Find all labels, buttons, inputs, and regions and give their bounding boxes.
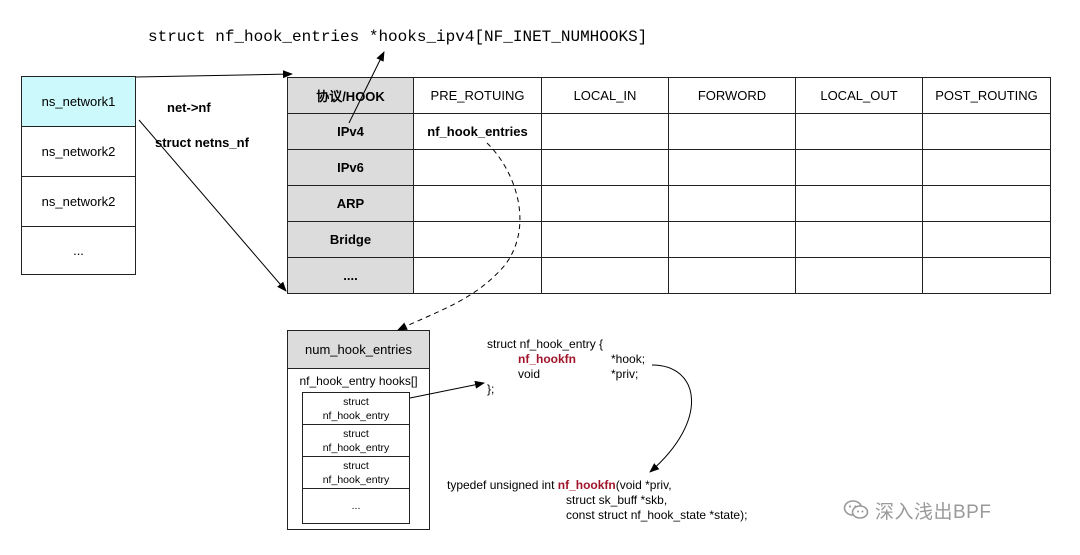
table-cell: [413, 257, 542, 294]
table-cell: [795, 185, 923, 222]
table-cell: [922, 257, 1051, 294]
table-cell: [541, 113, 669, 150]
typedef-arg-skb: struct sk_buff *skb,: [566, 493, 668, 507]
typedef-name: nf_hookfn: [557, 478, 616, 492]
table-cell: [413, 149, 542, 186]
table-cell: [795, 113, 923, 150]
num-hook-entries-box: num_hook_entries nf_hook_entry hooks[]: [287, 330, 430, 530]
table-cell: nf_hook_entries: [413, 113, 542, 150]
table-corner-cell: 协议/HOOK: [287, 77, 414, 114]
hookfn-type: nf_hookfn: [518, 352, 576, 366]
protocol-cell: ARP: [287, 185, 414, 222]
table-row: ....: [287, 257, 1051, 294]
table-cell: [668, 221, 796, 258]
table-cell: [413, 221, 542, 258]
table-row: Bridge: [287, 221, 1051, 258]
struct-entry-line: struct nf_hook_entry {: [487, 337, 604, 351]
ns-network-item: ns_network1: [22, 77, 135, 127]
netns-nf-label: struct netns_nf: [155, 135, 249, 150]
table-cell: [795, 257, 923, 294]
hook-entry-item: struct nf_hook_entry: [303, 393, 409, 425]
table-header-row: 协议/HOOK PRE_ROTUING LOCAL_IN FORWORD LOC…: [287, 77, 1051, 114]
table-row: IPv6: [287, 149, 1051, 186]
typedef-arg-state: const struct nf_hook_state *state);: [566, 508, 748, 522]
num-hook-entries-title: num_hook_entries: [288, 331, 429, 369]
hook-header: LOCAL_IN: [541, 77, 669, 114]
hook-entry-line: nf_hook_entry: [322, 409, 390, 422]
watermark-text: 深入浅出BPF: [875, 502, 992, 523]
protocol-cell: ....: [287, 257, 414, 294]
hook-entry-more: ...: [351, 500, 361, 512]
ns-network-item: ns_network2: [22, 177, 135, 227]
typedef-line: typedef unsigned int nf_hookfn(void *pri…: [447, 478, 672, 493]
ns-network-item: ...: [73, 243, 84, 258]
table-cell: [922, 221, 1051, 258]
hook-header: LOCAL_OUT: [795, 77, 923, 114]
diagram-title: struct nf_hook_entries *hooks_ipv4[NF_IN…: [148, 28, 648, 46]
typedef-prefix: typedef unsigned int: [447, 478, 558, 492]
struct-close: };: [487, 382, 495, 396]
table-cell: [795, 149, 923, 186]
table-row: IPv4 nf_hook_entries: [287, 113, 1051, 150]
table-cell: [541, 257, 669, 294]
hook-table: 协议/HOOK PRE_ROTUING LOCAL_IN FORWORD LOC…: [287, 77, 1051, 294]
hook-entry-line: nf_hook_entry: [322, 473, 390, 486]
table-cell: [668, 257, 796, 294]
ns-network-list: ns_network1 ns_network2 ns_network2 ...: [21, 76, 136, 275]
hook-entry-line: struct: [343, 395, 369, 408]
table-cell: [668, 149, 796, 186]
hook-entry-item: struct nf_hook_entry: [303, 425, 409, 457]
hooks-array: struct nf_hook_entry struct nf_hook_entr…: [302, 392, 410, 524]
priv-field: *priv;: [611, 367, 639, 381]
hook-header: POST_ROUTING: [922, 77, 1051, 114]
wechat-icon: [843, 499, 869, 527]
hook-entry-line: struct: [343, 427, 369, 440]
table-cell: [541, 185, 669, 222]
net-nf-arrow: [135, 70, 293, 79]
hook-header: PRE_ROTUING: [413, 77, 542, 114]
table-row: ARP: [287, 185, 1051, 222]
table-cell: [541, 149, 669, 186]
watermark: 深入浅出BPF: [843, 497, 991, 527]
protocol-cell: IPv4: [287, 113, 414, 150]
hook-entry-line: struct: [343, 459, 369, 472]
hook-field: *hook;: [611, 352, 646, 366]
priv-type: void: [518, 367, 541, 381]
table-cell: [922, 113, 1051, 150]
hooks-array-label: nf_hook_entry hooks[]: [299, 374, 418, 388]
hook-entry-item: struct nf_hook_entry: [303, 457, 409, 489]
net-nf-label: net->nf: [167, 100, 211, 115]
typedef-suffix: (void *priv,: [615, 478, 672, 492]
hook-header: FORWORD: [668, 77, 796, 114]
hook-entry-line: nf_hook_entry: [322, 441, 390, 454]
table-cell: [922, 149, 1051, 186]
table-cell: [413, 185, 542, 222]
ns-network-item: ns_network2: [22, 127, 135, 177]
table-cell: [541, 221, 669, 258]
table-cell: [668, 185, 796, 222]
table-cell: [922, 185, 1051, 222]
table-cell: [795, 221, 923, 258]
hookfn-arrow: [649, 364, 692, 473]
protocol-cell: IPv6: [287, 149, 414, 186]
table-cell: [668, 113, 796, 150]
protocol-cell: Bridge: [287, 221, 414, 258]
